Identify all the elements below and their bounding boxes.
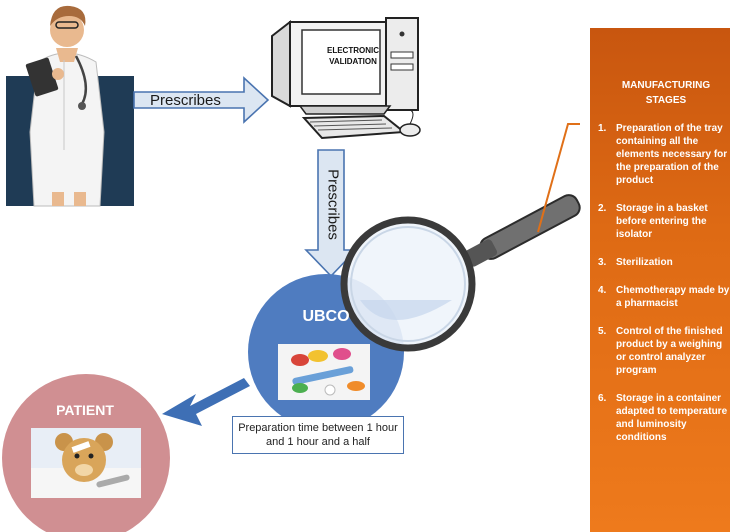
stage-item: 6. Storage in a container adapted to tem…: [598, 392, 730, 444]
magnifying-glass: [340, 194, 581, 352]
teddy-bear-photo: [31, 428, 141, 498]
ubco-title: UBCO: [302, 308, 350, 325]
stage-text: Sterilization: [616, 257, 673, 268]
doctor-illustration: [6, 5, 134, 207]
stage-item: 4. Chemotherapy made by a pharmacist: [598, 284, 730, 310]
computer-screen-label: ELECTRONIC VALIDATION: [327, 46, 379, 66]
stage-item: 5. Control of the finished product by a …: [598, 325, 730, 377]
stage-number: 3.: [598, 257, 607, 268]
stages-list: 1. Preparation of the tray containing al…: [598, 122, 730, 459]
prescribes-arrow-vertical: [304, 149, 358, 278]
prescribes-arrow-horizontal: [133, 76, 270, 124]
stage-number: 6.: [598, 393, 607, 404]
stage-text: Preparation of the tray containing all t…: [616, 123, 728, 186]
pills-photo: [278, 344, 370, 400]
stage-number: 5.: [598, 326, 607, 337]
manufacturing-stages-panel: MANUFACTURING STAGES 1. Preparation of t…: [590, 28, 730, 532]
stage-item: 3. Sterilization: [598, 256, 730, 269]
prescribes-label-vertical: Prescribes: [324, 169, 342, 240]
stage-number: 1.: [598, 123, 607, 134]
patient-title: PATIENT: [56, 402, 114, 418]
stage-number: 4.: [598, 285, 607, 296]
stage-text: Storage in a basket before entering the …: [616, 203, 708, 240]
preparation-time-box: Preparation time between 1 hour and 1 ho…: [232, 416, 404, 454]
stage-text: Chemotherapy made by a pharmacist: [616, 285, 730, 309]
stage-text: Storage in a container adapted to temper…: [616, 393, 728, 443]
stage-text: Control of the finished product by a wei…: [616, 326, 723, 376]
arrow-to-patient: [162, 378, 250, 426]
manufacturing-stages-title: MANUFACTURING STAGES: [621, 80, 711, 106]
stage-item: 1. Preparation of the tray containing al…: [598, 122, 730, 187]
computer-illustration: [271, 17, 421, 140]
prescribes-label-horizontal: Prescribes: [150, 92, 221, 109]
stage-number: 2.: [598, 203, 607, 214]
stage-item: 2. Storage in a basket before entering t…: [598, 202, 730, 241]
callout-line: [537, 123, 580, 233]
